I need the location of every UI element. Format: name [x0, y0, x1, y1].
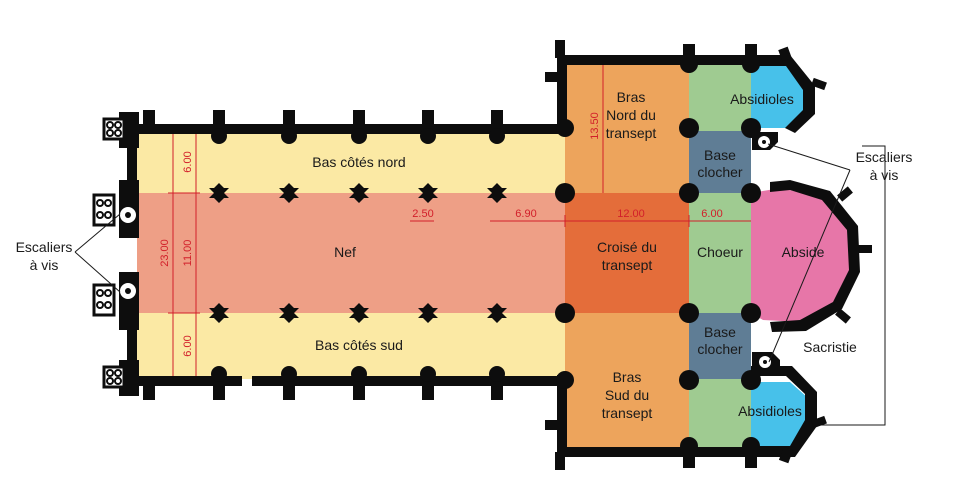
label-bras-nord-2: Nord du: [606, 107, 656, 123]
dimension-lines: [168, 60, 751, 380]
dim-aisle-north: 6.00: [182, 151, 194, 172]
label-abside: Abside: [782, 244, 825, 260]
zone-abside: [751, 188, 850, 322]
dim-total-width: 23.00: [159, 239, 171, 267]
label-bas-cotes-sud: Bas côtés sud: [315, 337, 403, 353]
zone-bras-sud: [565, 313, 689, 453]
label-escaliers-right-1: Escaliers: [856, 149, 913, 165]
label-base-clocher-bottom-1: Base: [704, 324, 736, 340]
leader-lines: [74, 143, 851, 363]
label-bras-sud-3: transept: [602, 405, 653, 421]
dim-transept-arm: 13.50: [589, 112, 601, 140]
zone-bras-nord: [565, 60, 689, 193]
zone-absidiole-south: [751, 382, 808, 448]
label-bras-nord-3: transept: [606, 125, 657, 141]
label-bras-sud-1: Bras: [613, 369, 642, 385]
dim-crossing-offset: 6.90: [515, 208, 536, 220]
zone-base-clocher-south: [689, 313, 751, 379]
label-escaliers-right-2: à vis: [870, 167, 899, 183]
label-nef: Nef: [334, 244, 356, 260]
label-croise-1: Croisé du: [597, 239, 657, 255]
zone-croise: [565, 193, 689, 313]
labels: Bas côtés nord Nef Bas côtés sud Bras No…: [16, 89, 913, 421]
zone-nef: [137, 193, 565, 313]
label-choeur: Choeur: [697, 244, 743, 260]
label-base-clocher-top-2: clocher: [697, 164, 742, 180]
zone-base-clocher-north: [689, 131, 751, 193]
label-base-clocher-top-1: Base: [704, 147, 736, 163]
label-croise-2: transept: [602, 257, 653, 273]
label-absidioles-bottom: Absidioles: [738, 403, 802, 419]
zone-absidiole-north: [751, 60, 808, 128]
dim-aisle-south: 6.00: [182, 335, 194, 356]
dim-crossing: 12.00: [617, 208, 645, 220]
dim-choir: 6.00: [701, 208, 722, 220]
label-sacristie: Sacristie: [803, 339, 857, 355]
label-bras-nord-1: Bras: [617, 89, 646, 105]
label-escaliers-left-2: à vis: [30, 257, 59, 273]
zones: [137, 60, 850, 453]
dimension-labels: 6.00 11.00 6.00 23.00 13.50 2.50 6.90 12…: [159, 112, 723, 356]
dim-nave-width: 11.00: [182, 240, 194, 267]
label-escaliers-left-1: Escaliers: [16, 239, 73, 255]
label-absidioles-top: Absidioles: [730, 91, 794, 107]
label-bas-cotes-nord: Bas côtés nord: [312, 154, 405, 170]
stair-turrets-west: [92, 112, 139, 396]
label-base-clocher-bottom-2: clocher: [697, 341, 742, 357]
zone-choeur-north: [689, 60, 751, 453]
label-bras-sud-2: Sud du: [605, 387, 649, 403]
dim-bay: 2.50: [412, 208, 433, 220]
